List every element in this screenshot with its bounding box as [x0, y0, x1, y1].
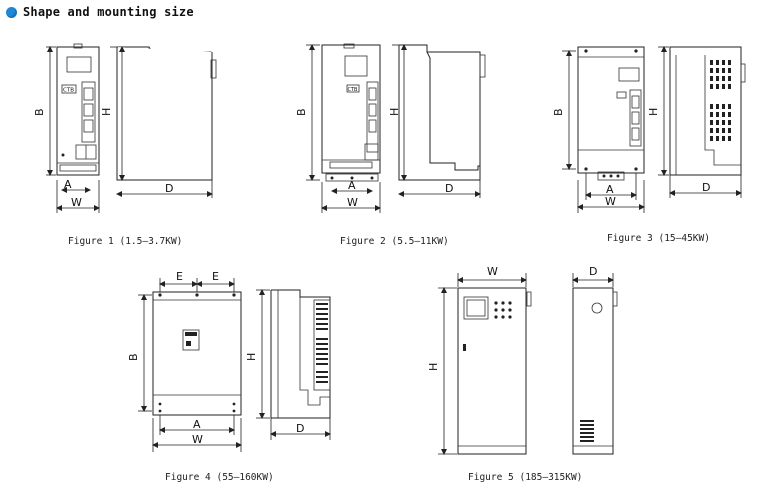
figure-5-caption: Figure 5 (185–315KW) — [468, 472, 583, 483]
figure-4-side — [270, 289, 331, 419]
figure-3-dim-a: A — [606, 183, 614, 196]
figure-5-dims: W D H — [427, 265, 614, 455]
figure-2-dims: B H A W D — [295, 44, 481, 213]
figure-5-front — [457, 287, 532, 455]
figure-2-front: CTB — [321, 43, 381, 182]
figure-4-front — [152, 291, 242, 416]
figure-1-dim-w: W — [71, 196, 82, 209]
figure-4-dim-d: D — [296, 422, 304, 435]
figure-3-dims: B H A W D — [552, 46, 742, 213]
figure-3-dim-b: B — [552, 108, 565, 116]
figure-5-dim-h: H — [427, 363, 440, 371]
figure-4-dims: E E B H A W D — [127, 270, 331, 452]
figure-3-dim-w: W — [605, 195, 616, 208]
figure-3-front — [577, 46, 645, 181]
figure-3-side — [669, 46, 746, 176]
figure-4-dim-w: W — [192, 433, 203, 446]
figure-3-dim-d: D — [702, 181, 710, 194]
figure-2-dim-a: A — [348, 179, 356, 192]
bullet-icon — [6, 6, 17, 18]
figure-1-side — [116, 46, 217, 181]
figure-4-dim-e-left: E — [176, 270, 183, 283]
figure-5-dim-d: D — [589, 265, 597, 278]
figure-2-panel-label: CTB — [348, 87, 359, 93]
figure-4-dim-e-right: E — [212, 270, 219, 283]
figure-1-dims: B H A W D — [33, 46, 213, 213]
figure-5-side — [572, 287, 618, 455]
figure-4-dim-h: H — [245, 353, 258, 361]
figure-2-dim-b: B — [295, 108, 308, 116]
figure-1-dim-h: H — [100, 108, 113, 116]
figure-2-dim-w: W — [347, 196, 358, 209]
figure-1-dim-b: B — [33, 108, 46, 116]
figure-3-dim-h: H — [647, 108, 660, 116]
figure-3-caption: Figure 3 (15–45KW) — [607, 233, 710, 244]
section-title: Shape and mounting size — [23, 5, 194, 19]
figure-2-dim-h: H — [388, 108, 401, 116]
figure-5-dim-w: W — [487, 265, 498, 278]
figure-1-front: CTB — [56, 43, 100, 176]
figure-1-panel-label: CTB — [63, 88, 74, 94]
figure-2-side — [398, 44, 486, 181]
figure-4-dim-b: B — [127, 353, 140, 361]
figure-4-vent — [316, 303, 328, 383]
figure-3-vent — [710, 60, 731, 141]
figure-2-caption: Figure 2 (5.5–11KW) — [340, 236, 449, 247]
figure-4-caption: Figure 4 (55–160KW) — [165, 472, 274, 483]
figure-1-caption: Figure 1 (1.5–3.7KW) — [68, 236, 183, 247]
section-header: Shape and mounting size — [6, 2, 194, 22]
figure-1-dim-d: D — [165, 182, 173, 195]
figure-1-dim-a: A — [64, 178, 72, 191]
figure-4-dim-a: A — [193, 418, 201, 431]
figure-2-dim-d: D — [445, 182, 453, 195]
